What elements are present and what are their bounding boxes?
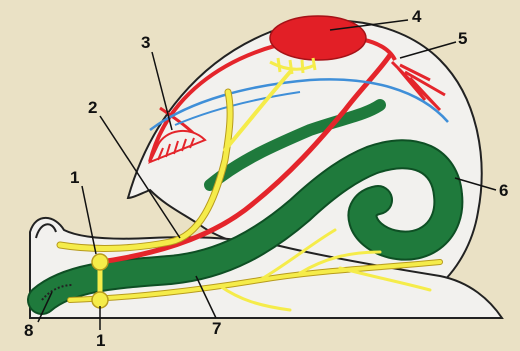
- label-2: 2: [88, 98, 97, 117]
- label-4: 4: [412, 7, 422, 26]
- label-5: 5: [458, 29, 467, 48]
- ganglion-lower: [92, 292, 108, 308]
- label-8: 8: [24, 321, 33, 340]
- label-6: 6: [499, 181, 508, 200]
- label-1-lower: 1: [96, 331, 105, 350]
- heart: [270, 16, 366, 60]
- label-7: 7: [212, 319, 221, 338]
- label-3: 3: [141, 33, 150, 52]
- ganglion-upper: [92, 254, 108, 270]
- label-1-upper: 1: [70, 168, 79, 187]
